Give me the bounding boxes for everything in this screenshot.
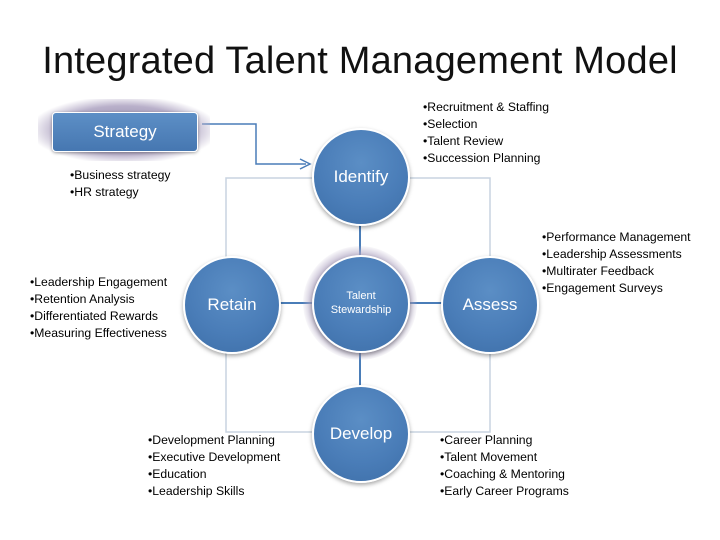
list-item: Succession Planning	[423, 150, 549, 167]
develop-right-bullets: Career Planning Talent Movement Coaching…	[440, 432, 569, 500]
list-item: Multirater Feedback	[542, 263, 691, 280]
list-item: Talent Review	[423, 133, 549, 150]
retain-label: Retain	[207, 294, 257, 314]
list-item: Coaching & Mentoring	[440, 466, 569, 483]
strategy-box: Strategy	[52, 112, 198, 152]
identify-node: Identify	[312, 128, 410, 226]
list-item: Education	[148, 466, 280, 483]
list-item: Engagement Surveys	[542, 280, 691, 297]
list-item: Development Planning	[148, 432, 280, 449]
list-item: Business strategy	[70, 167, 170, 184]
retain-bullets: Leadership Engagement Retention Analysis…	[30, 274, 167, 342]
list-item: Differentiated Rewards	[30, 308, 167, 325]
list-item: Early Career Programs	[440, 483, 569, 500]
talent-stewardship-node: Talent Stewardship	[312, 255, 410, 353]
list-item: Measuring Effectiveness	[30, 325, 167, 342]
list-item: Recruitment & Staffing	[423, 99, 549, 116]
list-item: Executive Development	[148, 449, 280, 466]
list-item: Career Planning	[440, 432, 569, 449]
assess-bullets: Performance Management Leadership Assess…	[542, 229, 691, 297]
retain-node: Retain	[183, 256, 281, 354]
assess-node: Assess	[441, 256, 539, 354]
list-item: Selection	[423, 116, 549, 133]
develop-label: Develop	[329, 423, 393, 443]
identify-label: Identify	[333, 166, 389, 186]
identify-bullets: Recruitment & Staffing Selection Talent …	[423, 99, 549, 167]
center-label-line2: Stewardship	[330, 304, 392, 316]
develop-node: Develop	[312, 385, 410, 483]
page-title: Integrated Talent Management Model	[42, 40, 678, 82]
list-item: Leadership Skills	[148, 483, 280, 500]
strategy-bullets: Business strategy HR strategy	[70, 167, 170, 201]
center-label-line1: Talent	[346, 290, 376, 303]
list-item: Talent Movement	[440, 449, 569, 466]
strategy-arrow	[202, 123, 312, 170]
assess-label: Assess	[462, 294, 518, 314]
list-item: HR strategy	[70, 184, 170, 201]
list-item: Leadership Assessments	[542, 246, 691, 263]
list-item: Performance Management	[542, 229, 690, 246]
develop-left-bullets: Development Planning Executive Developme…	[148, 432, 280, 500]
list-item: Leadership Engagement	[30, 274, 167, 291]
list-item: Retention Analysis	[30, 291, 167, 308]
